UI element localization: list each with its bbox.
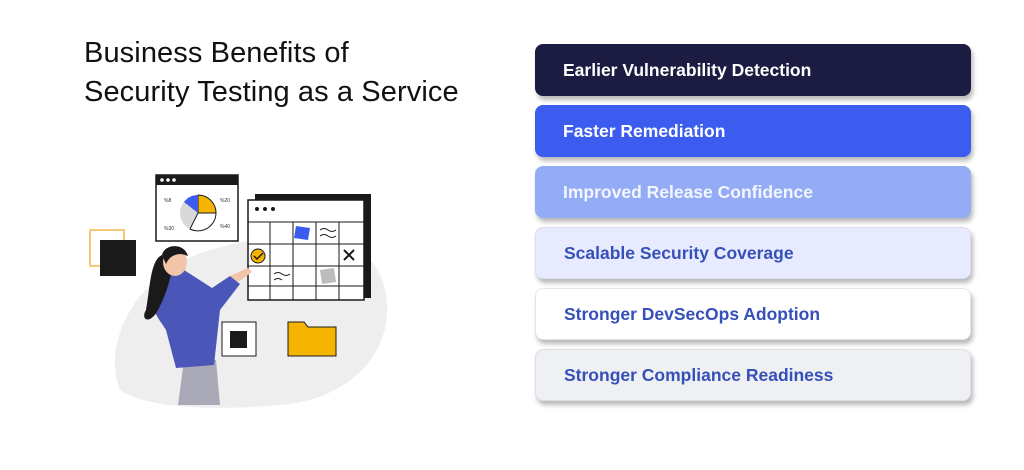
pie-slice-white bbox=[189, 212, 217, 232]
page-title: Business Benefits of Security Testing as… bbox=[84, 34, 524, 112]
chart-window-bar bbox=[156, 175, 238, 185]
pie-slice-blue bbox=[184, 195, 198, 213]
benefit-stronger-compliance-readiness: Stronger Compliance Readiness bbox=[535, 349, 971, 401]
benefit-label: Earlier Vulnerability Detection bbox=[563, 59, 812, 80]
benefit-scalable-security-coverage: Scalable Security Coverage bbox=[535, 227, 971, 279]
decor-dark-square bbox=[100, 240, 136, 276]
person-figure bbox=[144, 246, 252, 405]
illustration-svg: %8 %20 %30 %40 bbox=[89, 174, 388, 408]
folder-icon bbox=[287, 321, 337, 357]
grid-window bbox=[247, 199, 365, 301]
grid-cross bbox=[343, 249, 355, 261]
chart-label-40: %40 bbox=[220, 224, 230, 230]
benefit-faster-remediation: Faster Remediation bbox=[535, 105, 971, 157]
grid-note-gray bbox=[320, 268, 336, 284]
benefit-label: Stronger Compliance Readiness bbox=[564, 364, 834, 385]
title-line-1: Business Benefits of bbox=[84, 37, 349, 69]
title-line-2: Security Testing as a Service bbox=[84, 76, 459, 108]
check-icon bbox=[250, 248, 266, 264]
benefit-stronger-devsecops-adoption: Stronger DevSecOps Adoption bbox=[535, 288, 971, 340]
grid-note-blue bbox=[294, 226, 310, 240]
benefits-list: Earlier Vulnerability Detection Faster R… bbox=[535, 44, 971, 410]
benefit-label: Faster Remediation bbox=[563, 120, 726, 141]
benefit-label: Improved Release Confidence bbox=[563, 181, 813, 202]
benefit-label: Scalable Security Coverage bbox=[564, 242, 794, 263]
decor-small-square bbox=[230, 331, 247, 348]
chart-label-20: %20 bbox=[220, 198, 230, 204]
chart-label-30: %30 bbox=[164, 226, 174, 232]
benefit-improved-release-confidence: Improved Release Confidence bbox=[535, 166, 971, 218]
chart-label-8: %8 bbox=[164, 198, 171, 204]
security-testing-illustration: %8 %20 %30 %40 bbox=[80, 160, 410, 410]
benefit-label: Stronger DevSecOps Adoption bbox=[564, 303, 821, 324]
benefit-earlier-vulnerability-detection: Earlier Vulnerability Detection bbox=[535, 44, 971, 96]
